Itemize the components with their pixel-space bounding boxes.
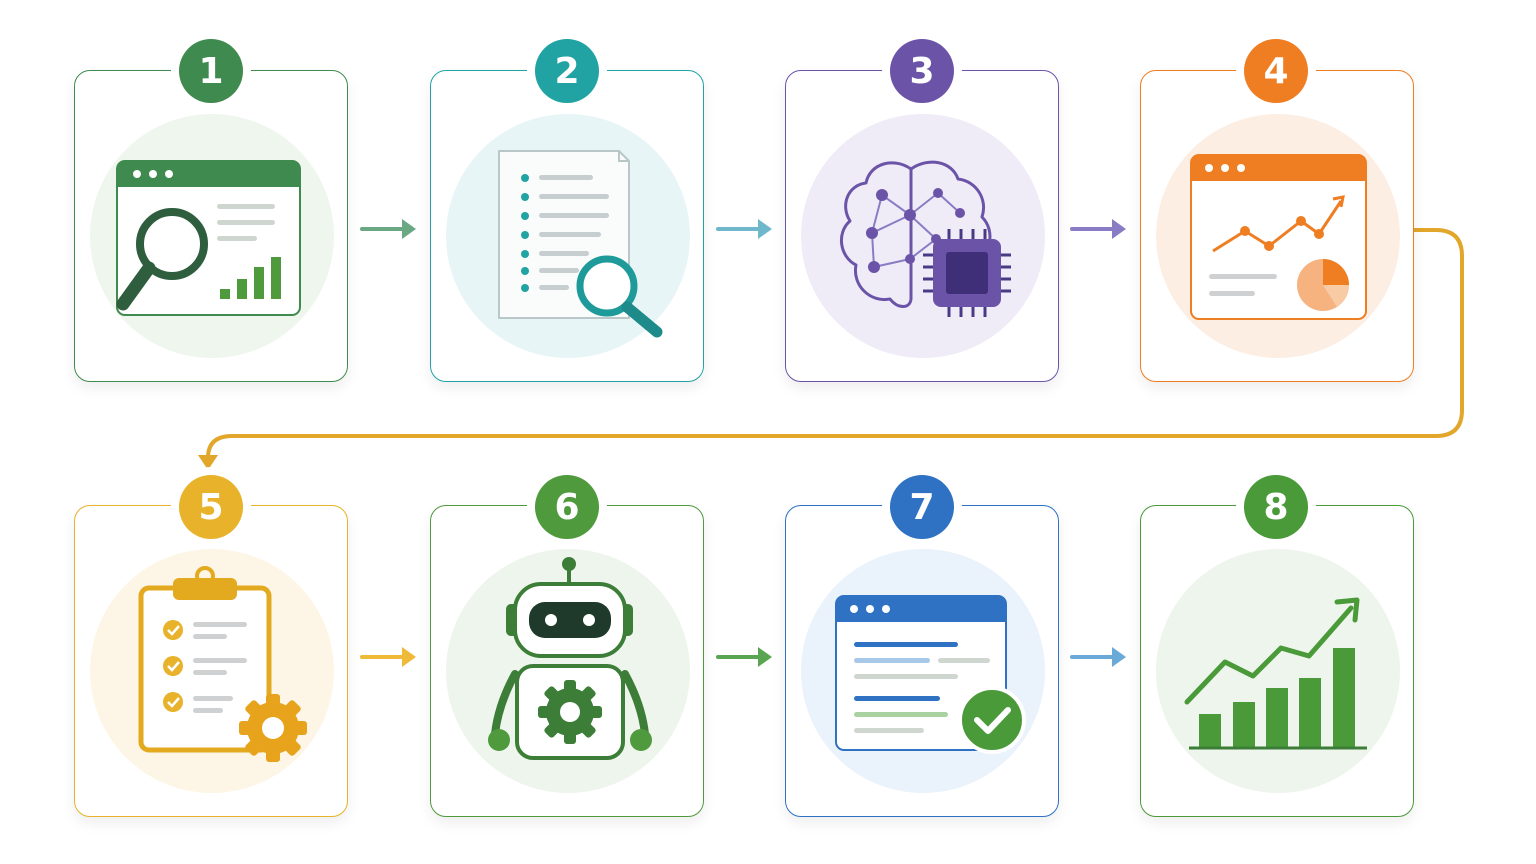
step-number-badge-5: 5 <box>179 475 243 539</box>
step-card-1 <box>74 70 348 382</box>
step-card-6 <box>430 505 704 817</box>
document-search-icon <box>498 150 663 338</box>
step-number-badge-8: 8 <box>1244 475 1308 539</box>
arrow-head <box>1112 219 1126 239</box>
arrow-head <box>758 219 772 239</box>
step-card-4 <box>1140 70 1414 382</box>
step-card-3 <box>785 70 1059 382</box>
arrow-head <box>402 647 416 667</box>
arrow-right-icon <box>1070 647 1126 667</box>
arrow-head <box>758 647 772 667</box>
step-number-badge-1: 1 <box>179 39 243 103</box>
step-card-7 <box>785 505 1059 817</box>
arrow-right-icon <box>716 647 772 667</box>
robot-gear-icon <box>488 557 652 760</box>
arrow-right-icon <box>1070 219 1126 239</box>
step-number-badge-6: 6 <box>535 475 599 539</box>
step-number-badge-3: 3 <box>890 39 954 103</box>
arrow-right-icon <box>360 647 416 667</box>
step-backdrop <box>1156 549 1400 793</box>
verified-report-icon <box>835 595 1026 754</box>
arrow-right-icon <box>716 219 772 239</box>
step-card-8 <box>1140 505 1414 817</box>
checklist-settings-icon <box>138 566 307 762</box>
arrow-right-icon <box>360 219 416 239</box>
growth-chart-icon <box>1184 597 1367 750</box>
ai-brain-chip-icon <box>840 160 1011 317</box>
step-card-5 <box>74 505 348 817</box>
step-card-2 <box>430 70 704 382</box>
connector-path <box>206 228 1464 464</box>
step-number-badge-2: 2 <box>535 39 599 103</box>
step-number-badge-4: 4 <box>1244 39 1308 103</box>
step-number-badge-7: 7 <box>890 475 954 539</box>
arrow-head <box>1112 647 1126 667</box>
connector-arrow-head <box>198 455 218 470</box>
arrow-head <box>402 219 416 239</box>
web-analytics-magnifier-icon <box>116 160 301 316</box>
analytics-dashboard-icon <box>1190 154 1367 320</box>
